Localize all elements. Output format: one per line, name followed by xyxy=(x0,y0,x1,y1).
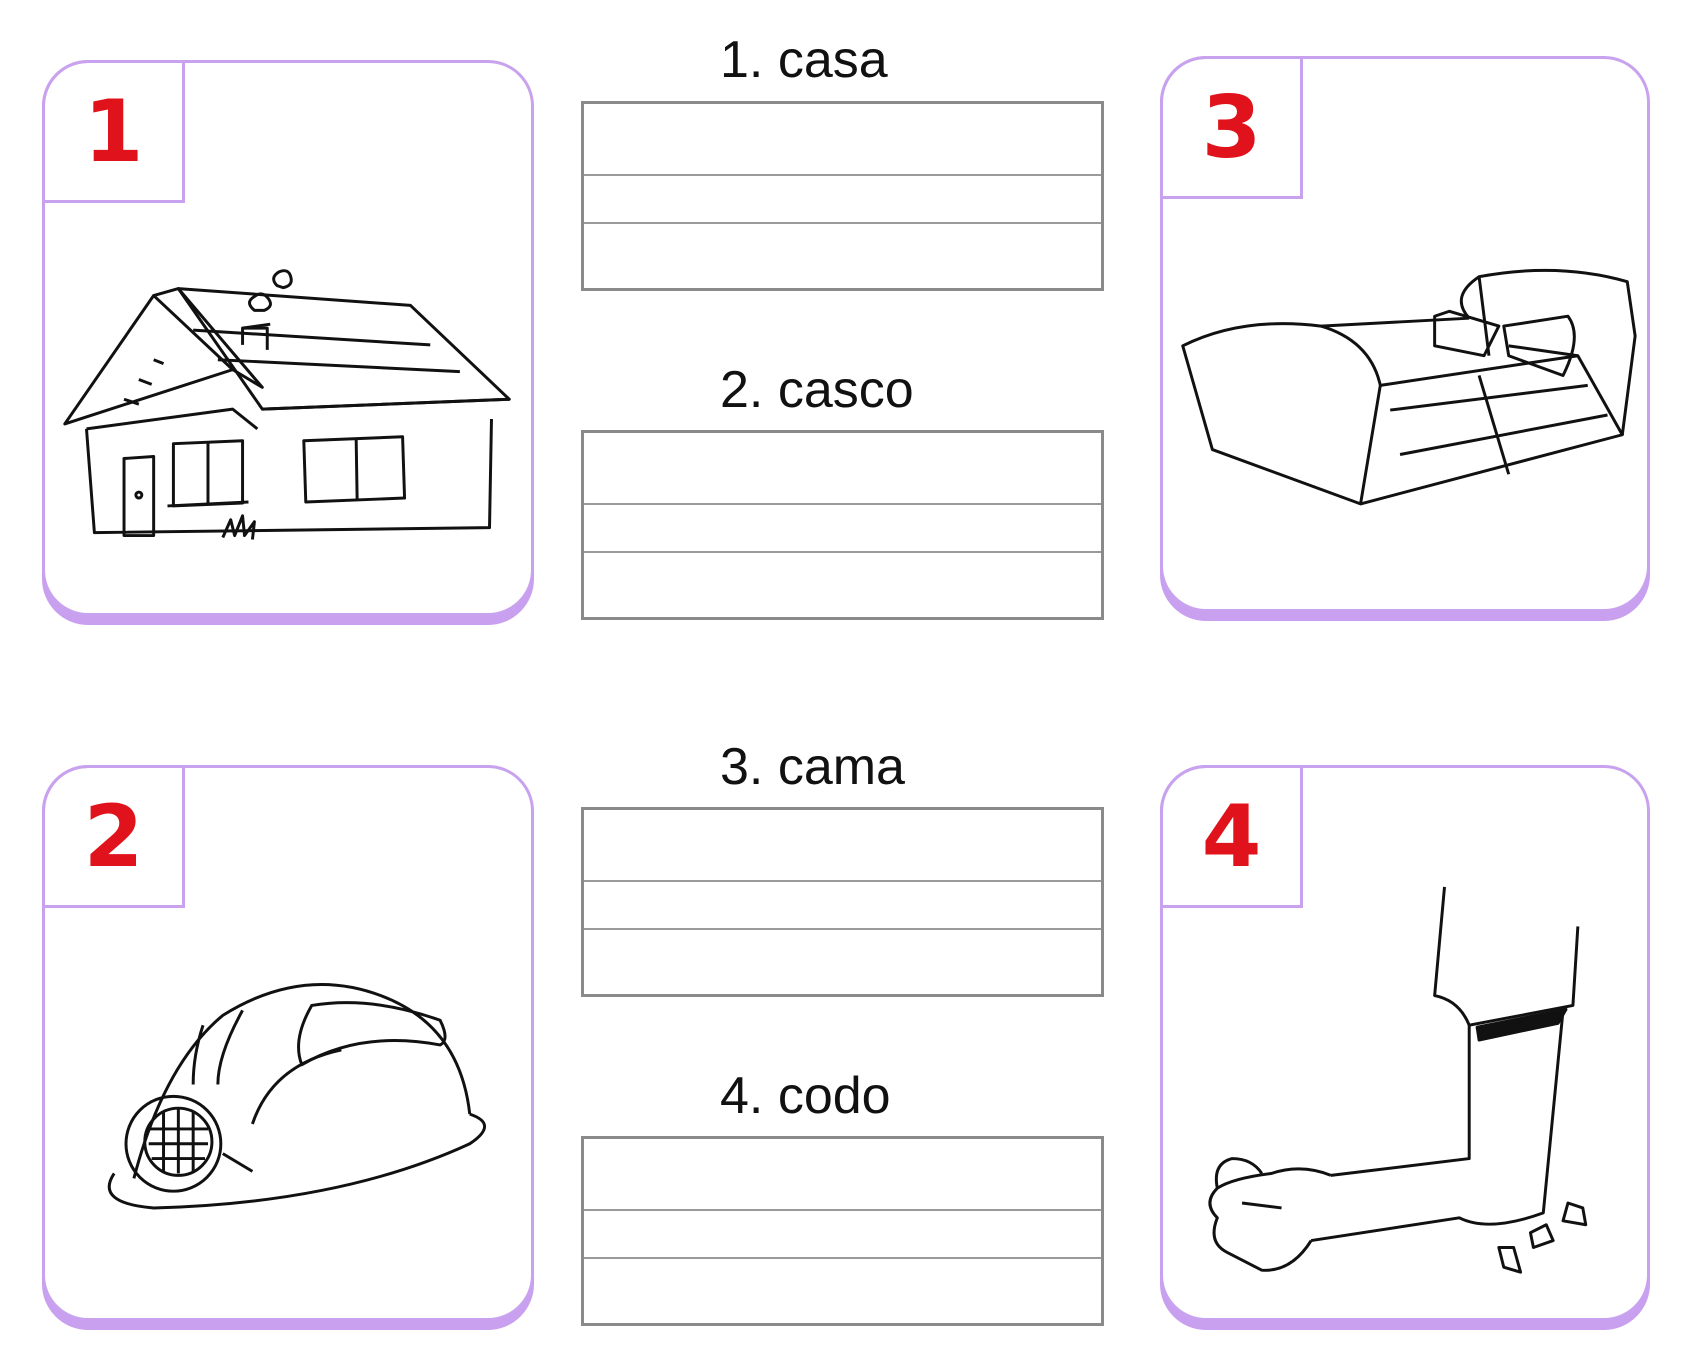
helmet-icon xyxy=(107,983,487,1210)
bed-icon xyxy=(1181,268,1637,506)
writing-box-4[interactable] xyxy=(581,1136,1104,1326)
word-label-4: 4. codo xyxy=(720,1067,891,1125)
picture-card-4: 4 xyxy=(1160,765,1650,1321)
writing-guide-line xyxy=(584,1209,1101,1211)
card-number-3: 3 xyxy=(1160,56,1303,199)
writing-guide-line xyxy=(584,222,1101,224)
writing-guide-line xyxy=(584,928,1101,930)
writing-box-3[interactable] xyxy=(581,807,1104,997)
picture-card-2: 2 xyxy=(42,765,534,1321)
writing-guide-line xyxy=(584,880,1101,882)
house-icon xyxy=(63,269,511,540)
writing-guide-line xyxy=(584,551,1101,553)
writing-guide-line xyxy=(584,1257,1101,1259)
card-number-2: 2 xyxy=(42,765,185,908)
writing-box-2[interactable] xyxy=(581,430,1104,620)
card-number-4: 4 xyxy=(1160,765,1303,908)
writing-guide-line xyxy=(584,174,1101,176)
elbow-icon xyxy=(1208,886,1588,1274)
writing-box-1[interactable] xyxy=(581,101,1104,291)
card-number-1: 1 xyxy=(42,60,185,203)
word-label-3: 3. cama xyxy=(720,738,905,796)
word-label-1: 1. casa xyxy=(720,31,888,89)
word-label-2: 2. casco xyxy=(720,361,914,419)
writing-guide-line xyxy=(584,503,1101,505)
picture-card-3: 3 xyxy=(1160,56,1650,612)
picture-card-1: 1 xyxy=(42,60,534,616)
